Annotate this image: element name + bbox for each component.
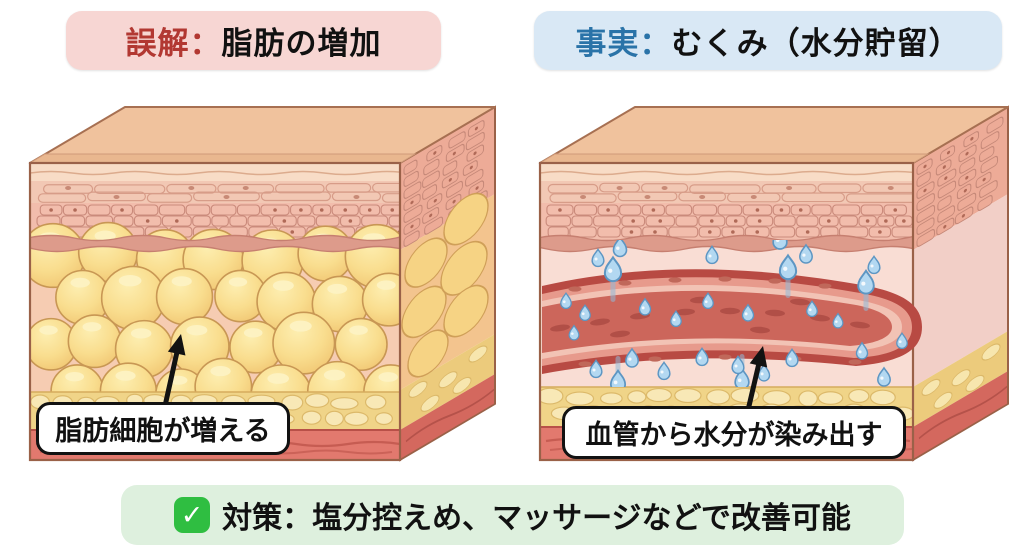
check-icon: ✓ [174, 497, 211, 533]
fat-cells-callout: 脂肪細胞が増える [36, 402, 290, 455]
misconception-header: 誤解： 脂肪の増加 [66, 11, 441, 70]
fact-header: 事実： むくみ（水分貯留） [534, 11, 1002, 70]
remedy-banner: ✓ 対策：塩分控えめ、マッサージなどで改善可能 [121, 485, 904, 545]
vessel-leak-callout: 血管から水分が染み出す [562, 406, 906, 459]
fact-prefix: 事実： [575, 26, 672, 61]
fact-title: むくみ（水分貯留） [671, 26, 961, 61]
remedy-text: 対策：塩分控えめ、マッサージなどで改善可能 [222, 502, 851, 535]
misconception-title: 脂肪の増加 [221, 26, 382, 61]
misconception-prefix: 誤解： [125, 26, 222, 61]
